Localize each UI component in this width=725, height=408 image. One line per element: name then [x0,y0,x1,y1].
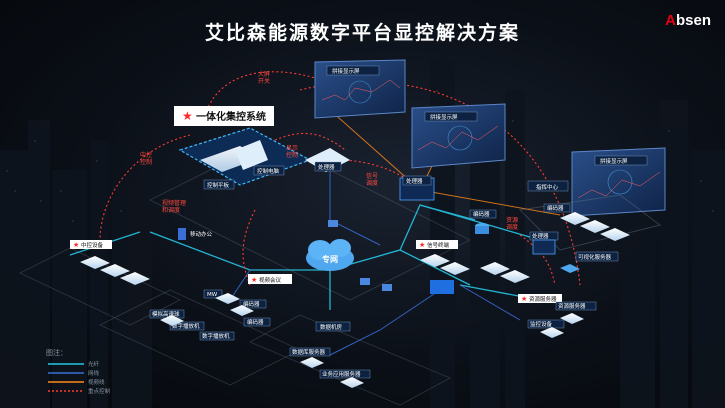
resource-server-cluster: ★ 资源服务器 资源服务器 监控设备 [518,294,597,338]
absen-logo: Absen [665,12,711,29]
splice-screen-label: 拼接显示屏 [600,157,628,165]
svg-text:网线: 网线 [88,369,100,377]
star-icon: ★ [73,241,79,249]
control-arc [519,234,556,286]
svg-text:图注：: 图注： [46,348,67,357]
svg-text:可视化服务器: 可视化服务器 [578,253,612,261]
annotation-video-mgmt: 视频管理和调度 [162,199,186,214]
annotation-central-control: 中控控制 [140,151,152,166]
splice-screen-label: 拼接显示屏 [430,113,458,121]
svg-text:编码器: 编码器 [243,300,260,308]
control-pc-label: 控制电脑 [257,167,280,175]
svg-text:处理器: 处理器 [406,177,423,185]
svg-text:编码器: 编码器 [247,318,264,326]
svg-text:重点控制: 重点控制 [88,387,111,395]
firewall-icon [328,220,392,291]
svg-text:MW: MW [207,292,218,298]
svg-text:指挥中心: 指挥中心 [536,183,559,191]
fiber-line [419,204,541,241]
visualization-server: 可视化服务器 [560,251,619,273]
control-arc [99,134,191,241]
svg-text:数据机房: 数据机房 [320,323,343,331]
legend: 图注： 光纤 网线 视频线 重点控制 [46,348,111,395]
svg-text:光纤: 光纤 [88,360,100,368]
control-arc [204,71,316,116]
svg-text:资源服务器: 资源服务器 [558,302,586,310]
video-line [419,189,561,216]
control-arc [242,209,256,286]
integrated-system-callout: ★ 一体化集控系统 [174,106,274,126]
svg-text:数字播放机: 数字播放机 [202,332,230,340]
svg-text:编码器: 编码器 [473,210,490,218]
annotation-signal-dispatch: 信号调度 [366,172,378,187]
mobile-office: 移动办公 [178,228,213,240]
control-arc [269,159,421,191]
page-title: 艾比森能源数字平台显控解决方案 [204,22,520,44]
central-device-panel: ★ 中控设备 [70,240,150,285]
signal-terminal-cluster: ★ 信号终端 [416,240,530,294]
svg-text:视频会议: 视频会议 [259,276,282,284]
processor-top: 处理器 [305,148,350,172]
svg-text:数字播放机: 数字播放机 [172,322,200,330]
private-network-cloud: 专网 [306,239,354,271]
svg-text:数据库服务器: 数据库服务器 [292,348,326,356]
splice-screen-label: 拼接显示屏 [332,67,360,75]
svg-text:信号终端: 信号终端 [427,241,450,249]
annotation-resource-dispatch: 资源调度 [506,216,518,231]
zone-left-panel [19,247,181,326]
annotation-display-control: 显示控制 [286,145,298,159]
splice-screen-3: 拼接显示屏 [571,147,666,217]
encoder-db: 编码器 [469,209,497,234]
processor-chip: 处理器 [399,175,435,201]
splice-screen-2: 拼接显示屏 [411,103,506,169]
dispatch-center: 指挥中心 编码器 处理器 [518,180,662,255]
svg-text:视频线: 视频线 [88,378,105,386]
integrated-system-label: 一体化集控系统 [196,110,266,123]
svg-text:处理器: 处理器 [318,163,335,171]
video-conference-callout: ★ 视频会议 [248,274,292,284]
video-zone-devices: MW 编码器 模拟高速球 编码器 数字播放机 数字播放机 [149,289,271,341]
svg-text:编码器: 编码器 [547,204,564,212]
star-icon: ★ [419,241,425,249]
svg-text:监控设备: 监控设备 [530,320,553,328]
star-icon: ★ [521,295,527,303]
svg-text:专网: 专网 [322,254,338,264]
svg-text:资源服务器: 资源服务器 [529,295,557,303]
star-icon: ★ [251,276,257,284]
network-line [229,269,251,301]
splice-screen-1: 拼接显示屏 [314,59,406,119]
network-line [459,284,521,321]
svg-text:模拟高速球: 模拟高速球 [152,310,180,318]
svg-text:处理器: 处理器 [532,232,549,240]
svg-text:中控设备: 中控设备 [81,241,104,249]
svg-text:移动办公: 移动办公 [190,230,213,238]
zone-central [149,139,471,301]
zone-data-room [249,314,451,406]
control-tablet-label: 控制平板 [207,181,230,189]
annotation-big-screen-switch: 大屏开关 [258,70,270,85]
star-icon: ★ [182,109,193,123]
svg-text:业务应用服务器: 业务应用服务器 [322,370,361,378]
network-line [329,289,441,356]
zone-video [99,289,301,386]
data-room: 数据机房 数据库服务器 业务应用服务器 [289,321,371,388]
